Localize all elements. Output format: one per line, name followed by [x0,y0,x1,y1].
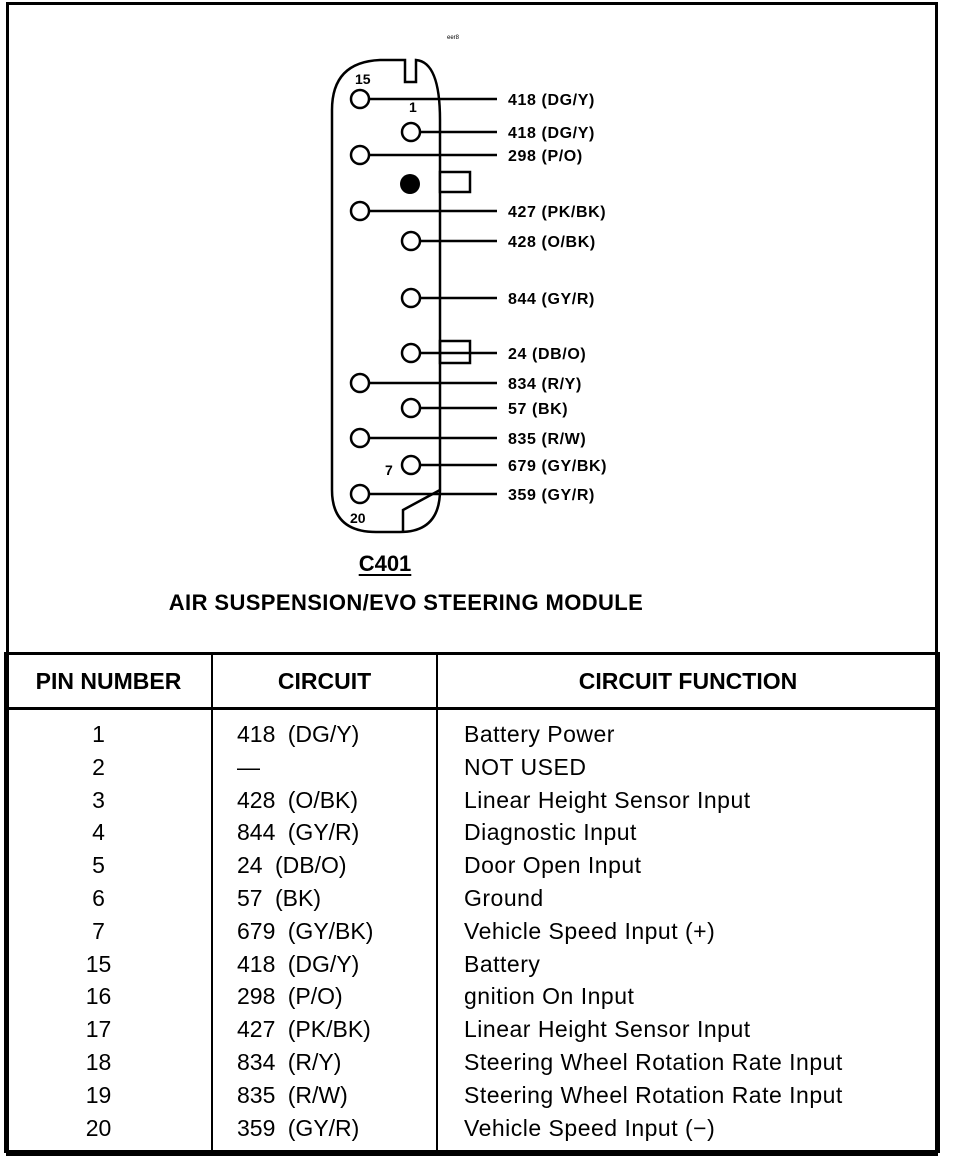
pin-number-cell: 16 [4,980,213,1014]
pin-number-cell: 15 [4,947,213,981]
table-header-row: PIN NUMBER CIRCUIT CIRCUIT FUNCTION [4,652,940,710]
circuit-function-cell: Diagnostic Input [436,816,940,850]
pin-cavity-1 [400,121,422,143]
circuit-function-cell: Vehicle Speed Input (−) [436,1111,940,1154]
wire-label-pin-15: 418 (DG/Y) [508,92,595,109]
circuit-function-cell: Steering Wheel Rotation Rate Input [436,1078,940,1112]
circuit-cell: 418 (DG/Y) [211,708,438,751]
pin-number-cell: 2 [4,750,213,784]
wire-label-pin-7: 679 (GY/BK) [508,458,607,475]
pin-number-cell: 18 [4,1045,213,1079]
circuit-cell: 834 (R/Y) [211,1045,438,1079]
circuit-cell: 427 (PK/BK) [211,1013,438,1046]
circuit-cell: 24 (DB/O) [211,849,438,882]
pin-number-cell: 3 [4,783,213,817]
circuit-cell: 844 (GY/R) [211,816,438,850]
table-row: 2—NOT USED [4,750,940,784]
circuit-cell: 428 (O/BK) [211,783,438,817]
pin-cavity-18 [349,372,371,394]
pin-cavity-20 [349,483,371,505]
connector-diagram: eer8 15 1 7 20 418 (DG/Y) 418 (DG/Y) 298 (… [168,35,644,615]
circuit-function-cell: gnition On Input [436,980,940,1014]
wire-label-pin-17: 427 (PK/BK) [508,204,606,221]
circuit-function-cell: Linear Height Sensor Input [436,1013,940,1046]
pin-number-cell: 4 [4,816,213,850]
circuit-function-cell: Door Open Input [436,849,940,882]
circuit-function-cell: Ground [436,881,940,915]
circuit-cell: 57 (BK) [211,881,438,915]
circuit-function-cell: Battery Power [436,708,940,751]
page-frame [6,2,938,1156]
pin-cavity-6 [400,397,422,419]
wire-label-pin-4: 844 (GY/R) [508,291,595,308]
pin-cavity-7 [400,454,422,476]
pin-label-20: 20 [350,510,366,526]
wire-label-pin-20: 359 (GY/R) [508,487,595,504]
circuit-function-cell: Steering Wheel Rotation Rate Input [436,1045,940,1079]
pin-number-cell: 5 [4,849,213,882]
pin-cavity-4 [400,287,422,309]
pin-number-cell: 1 [4,708,213,751]
wire-label-pin-1: 418 (DG/Y) [508,125,595,142]
connector-notch-bottom [401,488,441,532]
circuit-cell: — [211,750,438,784]
pin-cavity-16 [349,144,371,166]
header-circuit-function: CIRCUIT FUNCTION [436,652,940,710]
wire-label-pin-16: 298 (P/O) [508,148,583,165]
wire-label-pin-19: 835 (R/W) [508,431,586,448]
connector-id: C401 [358,551,412,576]
circuit-function-cell: Battery [436,947,940,981]
wire-label-pin-5: 24 (DB/O) [508,346,586,363]
pin-cavity-15 [349,88,371,110]
pin-number-cell: 20 [4,1111,213,1154]
pin-label-1: 1 [409,99,417,115]
pin-number-cell: 7 [4,914,213,948]
circuit-cell: 835 (R/W) [211,1078,438,1112]
connector-drawing: eer8 15 1 7 20 418 (DG/Y) 418 (DG/Y) 298 (… [330,35,607,534]
pin-number-cell: 6 [4,881,213,915]
circuit-cell: 359 (GY/R) [211,1111,438,1154]
circuit-cell: 679 (GY/BK) [211,914,438,948]
small-mark: eer8 [447,35,460,41]
module-name: AIR SUSPENSION/EVO STEERING MODULE [168,590,644,615]
pin-cavity-5 [400,342,422,364]
pin-number-cell: 19 [4,1078,213,1112]
pin-cavity-19 [349,427,371,449]
circuit-function-cell: Linear Height Sensor Input [436,783,940,817]
wire-group: 418 (DG/Y) 418 (DG/Y) 298 (P/O) 427 (PK/BK)… [349,88,607,505]
connector-body [330,58,442,534]
header-pin-number: PIN NUMBER [4,652,213,710]
pin-cavity-3 [400,230,422,252]
key-pin-filled [400,174,420,194]
circuit-cell: 418 (DG/Y) [211,947,438,981]
circuit-cell: 298 (P/O) [211,980,438,1014]
circuit-function-cell: NOT USED [436,750,940,784]
pin-number-cell: 17 [4,1013,213,1046]
connector-key-tab [438,170,472,194]
wire-label-pin-3: 428 (O/BK) [508,234,596,251]
wire-label-pin-18: 834 (R/Y) [508,376,582,393]
pin-cavity-17 [349,200,371,222]
pin-label-7: 7 [385,462,393,478]
pin-label-15: 15 [355,71,371,87]
wire-label-pin-6: 57 (BK) [508,401,568,418]
header-circuit: CIRCUIT [211,652,438,710]
circuit-function-cell: Vehicle Speed Input (+) [436,914,940,948]
